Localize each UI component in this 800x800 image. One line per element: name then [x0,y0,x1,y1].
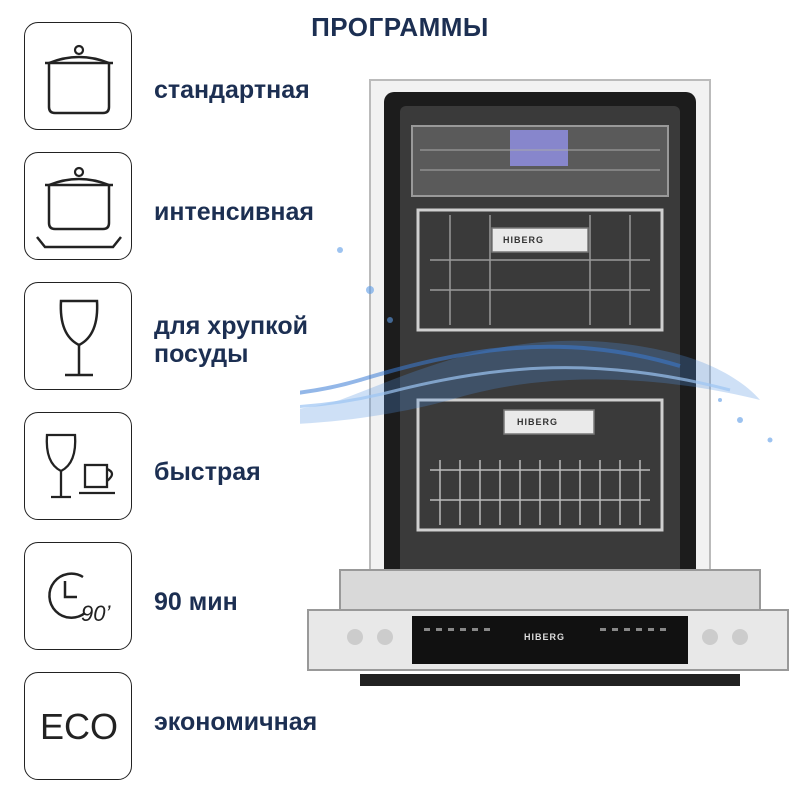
program-standard: стандартная [24,22,354,132]
program-90min: 90’ 90 мин [24,542,354,652]
pot-icon [24,22,132,130]
program-label: 90 мин [154,588,238,616]
eco-icon: ECO [24,672,132,780]
program-quick: быстрая [24,412,354,522]
program-label-line2: посуды [154,340,249,368]
pot-on-burner-icon [24,152,132,260]
program-label-line1: для хрупкой [154,312,308,340]
timer-badge: 90’ [81,601,111,626]
rack-brand-label: HIBERG [517,417,559,427]
program-label: экономичная [154,708,318,736]
program-intensive: интенсивная [24,152,354,262]
program-eco: ECO экономичная [24,672,354,782]
glass-and-cup-icon [24,412,132,520]
program-delicate: для хрупкой посуды [24,282,354,392]
program-label: стандартная [154,76,310,104]
eco-badge: ECO [39,706,118,747]
timer-icon: 90’ [24,542,132,650]
dishwasher-illustration [300,79,789,686]
page-title: ПРОГРАММЫ [311,12,489,42]
program-label: быстрая [154,458,261,486]
program-label: интенсивная [154,198,314,226]
rack-brand-label: HIBERG [503,235,545,245]
control-panel-brand: HIBERG [524,632,566,642]
wine-glass-icon [24,282,132,390]
